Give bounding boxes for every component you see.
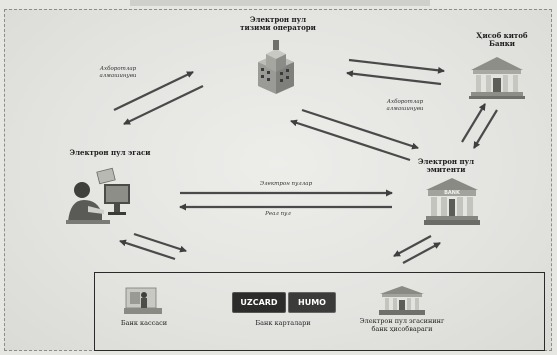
- bank-title-line1: Ҳисоб китоб: [476, 31, 528, 40]
- left-info-line2: алмашинуви: [99, 73, 137, 79]
- bank-account-building-icon: [379, 286, 425, 315]
- holder-accounts-line1: Электрон пул эгасининг: [359, 317, 445, 325]
- left-info-line1: Ахборотлар: [99, 66, 137, 72]
- arrow-owner-to-operator: [113, 71, 194, 111]
- arrow-bank-to-operator: [346, 70, 442, 86]
- payment-channels-box: [94, 272, 545, 351]
- bank-building-icon: [469, 57, 525, 99]
- holder-accounts-line2: банк ҳисобвараги: [371, 325, 433, 333]
- arrow-operator-to-issuer: [301, 108, 419, 150]
- arrow-bottom-to-issuer: [402, 242, 441, 264]
- uzcard-card: UZCARD: [232, 292, 286, 313]
- arrow-bank-to-issuer: [473, 109, 498, 149]
- issuer-title-line2: эмитенти: [426, 165, 466, 174]
- emoney-flow-label: Электрон пуллар: [259, 181, 313, 187]
- uzcard-card-label: UZCARD: [240, 298, 278, 307]
- issuer-title: Электрон пул эмитенти: [408, 158, 484, 174]
- humo-card-label: HUMO: [298, 298, 326, 307]
- operator-title-line1: Электрон пул: [249, 15, 306, 24]
- arrow-issuer-to-operator: [290, 119, 411, 162]
- arrow-operator-to-bank: [348, 58, 445, 74]
- operator-title-line2: тизими оператори: [240, 23, 316, 32]
- issuer-bank-sign: BANK: [444, 190, 460, 196]
- office-building-icon: [258, 40, 294, 94]
- issuer-bank-icon: BANK: [424, 176, 480, 226]
- humo-card: HUMO: [288, 292, 336, 313]
- arrow-bottom-to-owner: [119, 239, 176, 261]
- real-money-flow-label: Реал пул: [265, 211, 291, 217]
- right-info-line1: Ахборотлар: [386, 99, 424, 105]
- person-at-computer-icon: [66, 167, 130, 224]
- bank-cards-label: Банк карталари: [255, 319, 311, 327]
- bank-title-line2: Банки: [489, 39, 515, 48]
- issuer-title-line1: Электрон пул: [417, 157, 474, 166]
- holder-accounts-label: Электрон пул эгасининг банк ҳисобвараги: [352, 317, 452, 333]
- arrow-owner-to-bottom: [133, 232, 187, 253]
- right-info-line2: алмашинуви: [386, 106, 424, 112]
- left-info-exchange-label: Ахборотлар алмашинуви: [88, 66, 148, 80]
- owner-title: Электрон пул эгаси: [69, 148, 151, 157]
- cash-desk-icon: [124, 287, 162, 314]
- operator-title: Электрон пул тизими оператори: [230, 16, 326, 32]
- top-strip: [130, 0, 430, 6]
- right-info-exchange-label: Ахборотлар алмашинуви: [375, 99, 435, 113]
- bank-title: Ҳисоб китоб Банки: [462, 32, 542, 48]
- arrow-issuer-to-bottom: [393, 235, 432, 257]
- bank-cash-label: Банк кассаси: [120, 319, 168, 327]
- arrow-issuer-to-bank: [461, 103, 486, 143]
- arrow-operator-to-owner: [123, 85, 204, 125]
